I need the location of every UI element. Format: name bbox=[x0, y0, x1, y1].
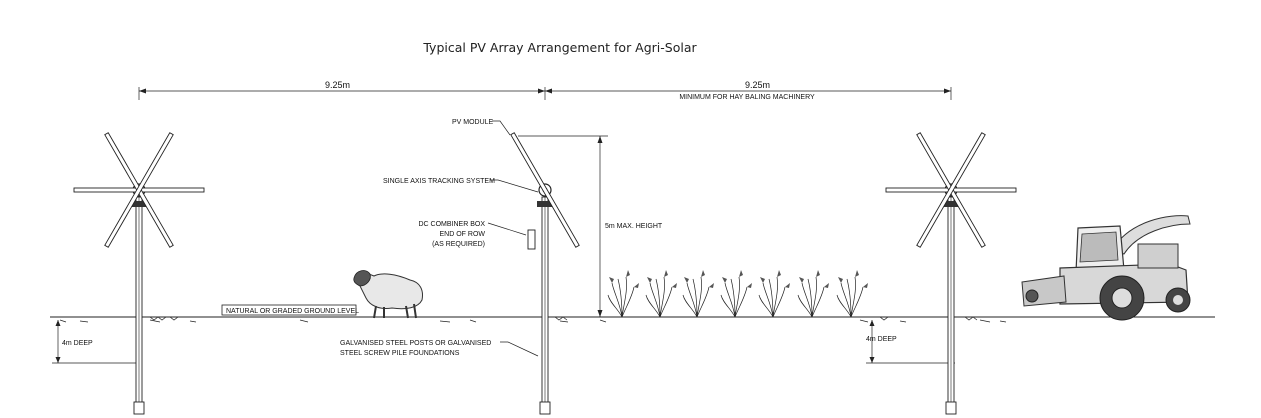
crop-plant-icon bbox=[797, 270, 829, 318]
svg-text:(AS REQUIRED): (AS REQUIRED) bbox=[432, 241, 485, 248]
crop-plant-icon bbox=[720, 270, 752, 318]
ground-line bbox=[50, 316, 1215, 323]
callout-combiner: DC COMBINER BOX END OF ROW (AS REQUIRED) bbox=[418, 221, 527, 248]
crop-plant-icon bbox=[836, 270, 868, 318]
svg-text:STEEL SCREW PILE FOUNDATIONS: STEEL SCREW PILE FOUNDATIONS bbox=[340, 350, 460, 357]
crop-row bbox=[607, 270, 868, 318]
dimension-depth-right: 4m DEEP bbox=[866, 320, 955, 364]
crop-plant-icon bbox=[758, 270, 790, 318]
svg-text:4m DEEP: 4m DEEP bbox=[866, 336, 897, 343]
sheep-icon bbox=[353, 270, 423, 319]
callout-posts: GALVANISED STEEL POSTS OR GALVANISED STE… bbox=[340, 340, 539, 357]
tracker-right bbox=[885, 132, 1017, 415]
ground-level-label: NATURAL OR GRADED GROUND LEVEL bbox=[221, 304, 359, 316]
dimension-height: 5m MAX. HEIGHT bbox=[518, 135, 663, 317]
svg-text:END OF ROW: END OF ROW bbox=[440, 231, 486, 238]
crop-plant-icon bbox=[607, 270, 639, 318]
svg-text:PV MODULE: PV MODULE bbox=[452, 119, 494, 126]
svg-text:DC COMBINER BOX: DC COMBINER BOX bbox=[418, 221, 485, 228]
combiner-box bbox=[527, 229, 536, 250]
dimension-spacing: 9.25m 9.25m MINIMUM FOR HAY BALING MACHI… bbox=[138, 80, 952, 101]
forage-harvester-icon bbox=[1021, 215, 1191, 321]
machinery-note: MINIMUM FOR HAY BALING MACHINERY bbox=[679, 94, 815, 101]
crop-plant-icon bbox=[645, 270, 677, 318]
crop-plant-icon bbox=[682, 270, 714, 318]
spacing-left-label: 9.25m bbox=[325, 80, 350, 90]
svg-text:GALVANISED STEEL POSTS OR GALV: GALVANISED STEEL POSTS OR GALVANISED bbox=[340, 340, 491, 347]
svg-text:5m MAX. HEIGHT: 5m MAX. HEIGHT bbox=[605, 223, 663, 230]
diagram-title: Typical PV Array Arrangement for Agri-So… bbox=[422, 40, 697, 55]
tracker-left bbox=[73, 132, 205, 415]
dimension-depth-left: 4m DEEP bbox=[52, 320, 140, 364]
svg-text:4m DEEP: 4m DEEP bbox=[62, 340, 93, 347]
callout-tracking: SINGLE AXIS TRACKING SYSTEM bbox=[383, 178, 539, 193]
svg-text:NATURAL OR GRADED GROUND LEVEL: NATURAL OR GRADED GROUND LEVEL bbox=[226, 308, 359, 315]
tracker-middle bbox=[510, 132, 580, 415]
spacing-right-label: 9.25m bbox=[745, 80, 770, 90]
callout-pv-module: PV MODULE bbox=[452, 119, 511, 136]
svg-text:SINGLE AXIS TRACKING SYSTEM: SINGLE AXIS TRACKING SYSTEM bbox=[383, 178, 495, 185]
